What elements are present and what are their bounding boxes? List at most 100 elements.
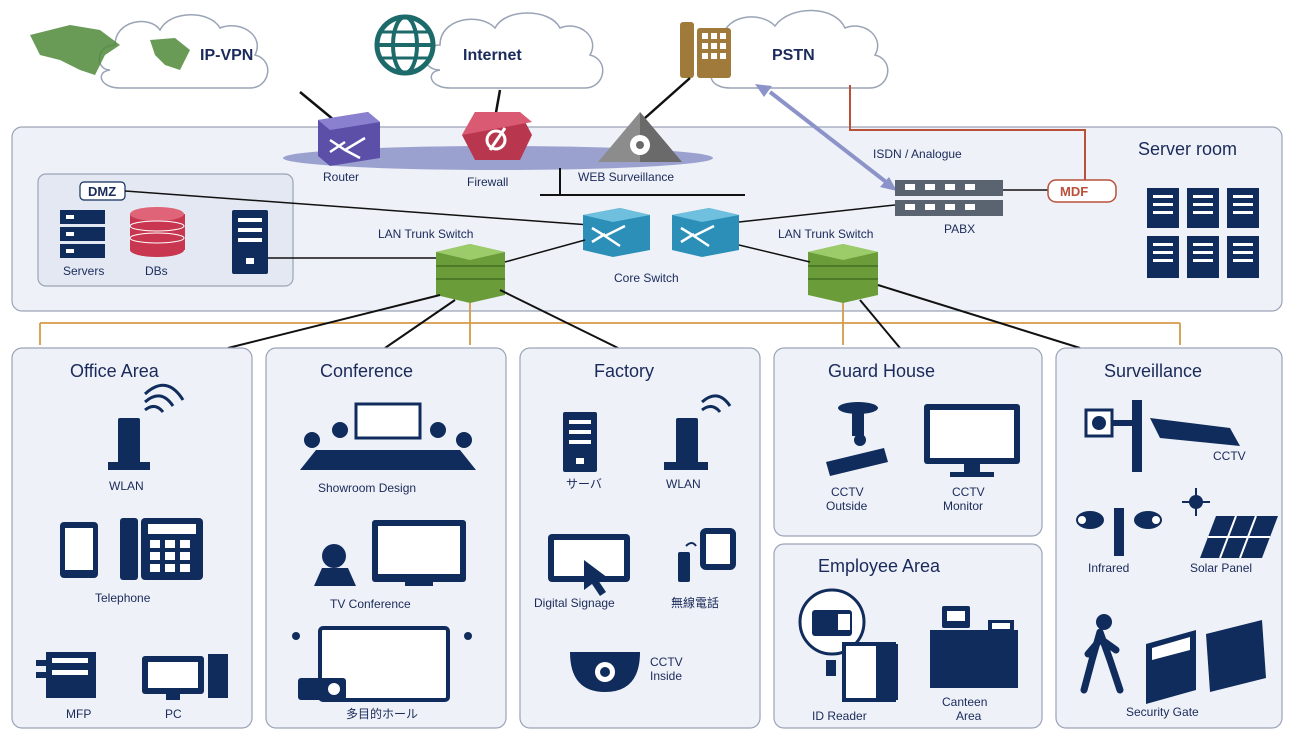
globe-icon	[374, 14, 436, 76]
surveillance-cctv-label: CCTV	[1213, 449, 1246, 463]
pabx-label: PABX	[944, 222, 975, 236]
link-core-pabx	[738, 204, 896, 223]
lan-trunk-left-label: LAN Trunk Switch	[378, 227, 473, 241]
lan-trunk-right-label: LAN Trunk Switch	[778, 227, 873, 241]
server-room-title: Server room	[1138, 139, 1237, 159]
link-core-trunk-right	[738, 244, 811, 263]
internet-label: Internet	[463, 47, 522, 64]
dome-camera-icon	[570, 652, 640, 692]
ipvpn-label: IP-VPN	[200, 47, 253, 64]
firewall-label: Firewall	[467, 175, 508, 189]
office-wlan-label: WLAN	[109, 479, 144, 493]
signage-label: Digital Signage	[534, 596, 615, 610]
cctv-outside-label-2: Outside	[826, 499, 868, 513]
link-trunk-office	[227, 294, 441, 349]
security-gate-label: Security Gate	[1126, 705, 1199, 719]
cctv-inside-label-1: CCTV	[650, 655, 683, 669]
core-switch-icon-right	[672, 208, 739, 257]
id-reader-label: ID Reader	[812, 709, 867, 723]
solar-panel-icon	[1182, 488, 1278, 559]
office-mfp-label: MFP	[66, 707, 91, 721]
core-switch-icon-left	[583, 208, 650, 257]
infrared-sensor-icon	[1076, 508, 1162, 556]
factory-wlan-icon	[664, 394, 732, 470]
link-trunk-conference	[384, 299, 456, 349]
dbs-label: DBs	[145, 264, 168, 278]
tablet-icon	[60, 522, 98, 578]
infrared-label: Infrared	[1088, 561, 1129, 575]
link-trunk-factory	[499, 289, 619, 349]
core-switch-label: Core Switch	[614, 271, 679, 285]
walking-person-icon	[1080, 614, 1124, 694]
internet-cloud: Internet	[374, 12, 604, 89]
web-surveillance-label: WEB Surveillance	[578, 170, 674, 184]
digital-signage-icon	[548, 534, 630, 596]
cctv-outside-label-1: CCTV	[831, 485, 864, 499]
world-map-icon	[30, 25, 190, 75]
tv-conference-icon	[314, 520, 466, 586]
servers-label: Servers	[63, 264, 104, 278]
wireless-phone-icon	[678, 528, 736, 582]
firewall-icon	[462, 112, 532, 160]
surveillance-title: Surveillance	[1104, 361, 1202, 381]
canteen-register-icon	[930, 606, 1018, 688]
telephone-icon	[680, 22, 731, 78]
pc-icon	[142, 654, 228, 700]
employee-area-title: Employee Area	[818, 556, 941, 576]
factory-server-label: サーバ	[566, 477, 602, 491]
web-surveillance-icon	[598, 112, 682, 162]
office-pc-label: PC	[165, 707, 182, 721]
mfp-icon	[36, 652, 96, 698]
canteen-label-1: Canteen	[942, 695, 987, 709]
office-area-title: Office Area	[70, 361, 160, 381]
lan-trunk-switch-left-icon	[436, 244, 505, 303]
mdf-label: MDF	[1060, 184, 1088, 199]
security-gate-icon	[1146, 620, 1266, 704]
monitor-icon	[924, 404, 1020, 477]
link-pstn-web	[644, 77, 691, 119]
database-icon	[129, 207, 185, 257]
mdf-badge	[1047, 179, 1117, 203]
server-rack-cluster-icon	[1147, 188, 1259, 278]
outdoor-camera-icon	[826, 402, 888, 476]
cctv-inside-label-2: Inside	[650, 669, 682, 683]
link-trunk-left-core	[504, 239, 586, 263]
wlan-icon	[108, 383, 185, 470]
projector-screen-icon	[292, 626, 472, 702]
solar-panel-label: Solar Panel	[1190, 561, 1252, 575]
pabx-icon	[895, 180, 1003, 216]
pstn-cloud: PSTN	[680, 9, 889, 89]
link-pstn-isdn	[768, 90, 892, 187]
conference-title: Conference	[320, 361, 413, 381]
arrow-head-bottom	[880, 177, 897, 191]
factory-wlan-label: WLAN	[666, 477, 701, 491]
servers-icon	[60, 210, 105, 258]
router-icon	[318, 112, 380, 166]
office-telephone-label: Telephone	[95, 591, 151, 605]
guard-house-title: Guard House	[828, 361, 935, 381]
link-trunk-guard	[859, 299, 901, 349]
link-dmz-core	[124, 190, 591, 226]
factory-server-icon	[563, 412, 597, 472]
dmz-label: DMZ	[88, 184, 116, 199]
tv-conference-label: TV Conference	[330, 597, 411, 611]
lan-trunk-switch-right-icon	[808, 244, 878, 303]
link-trunk-surveillance	[877, 284, 1081, 349]
desk-phone-icon	[120, 518, 203, 580]
ipvpn-cloud: IP-VPN	[30, 14, 269, 89]
hall-label: 多目的ホール	[346, 706, 418, 721]
guard-house-zone	[773, 347, 1043, 537]
id-reader-icon	[798, 588, 898, 702]
arrow-head-top	[755, 84, 772, 97]
wireless-phone-label: 無線電話	[671, 595, 719, 610]
cctv-monitor-label-2: Monitor	[943, 499, 983, 513]
isdn-label: ISDN / Analogue	[873, 147, 962, 161]
router-label: Router	[323, 170, 359, 184]
factory-title: Factory	[594, 361, 654, 381]
dmz-server-icon	[232, 210, 268, 274]
link-pstn-mdf	[849, 85, 1086, 180]
meeting-room-icon	[300, 402, 476, 470]
surveillance-cctv-icon	[1084, 400, 1240, 472]
canteen-label-2: Area	[956, 709, 982, 723]
